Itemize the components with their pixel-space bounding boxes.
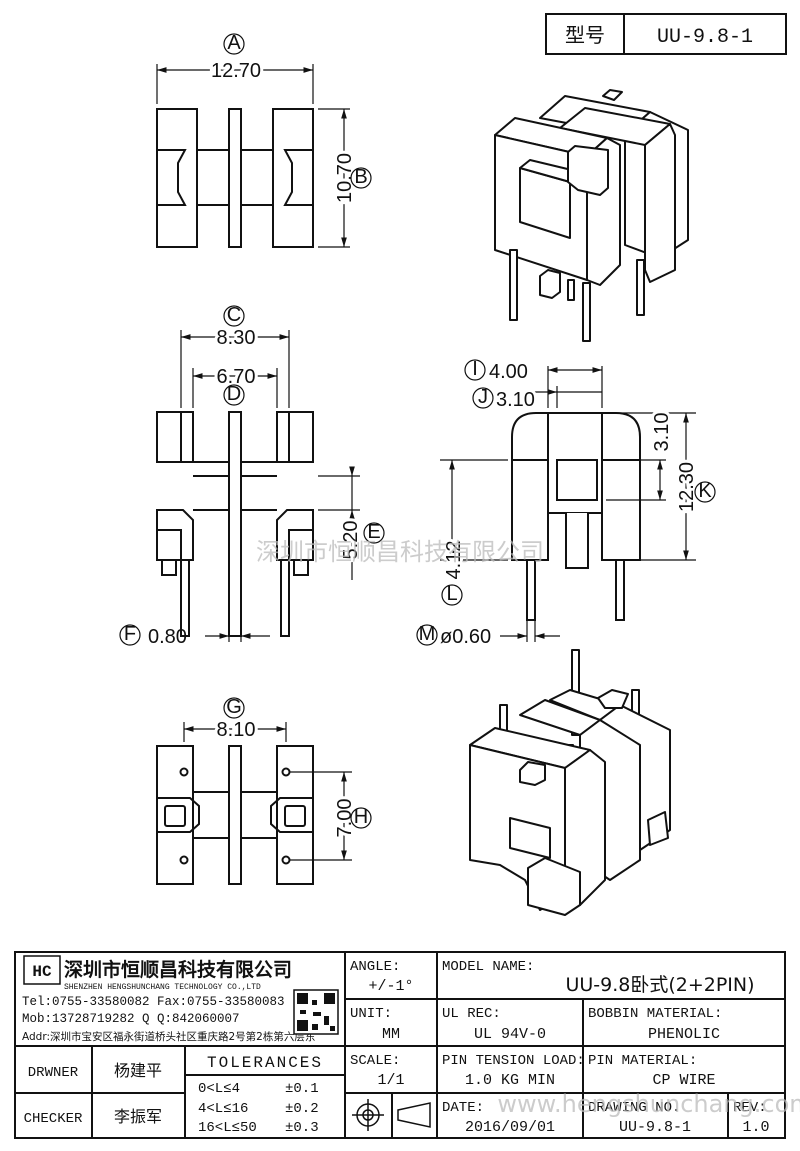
date-label: DATE: (442, 1100, 484, 1116)
model-box-label: 型号 (565, 23, 605, 47)
watermark-center: 深圳市恒顺昌科技有限公司 (256, 538, 544, 566)
company-logo-text: HC (32, 963, 52, 981)
tol-range-2: 16<L≤50 (198, 1120, 257, 1136)
bobbin-material-label: BOBBIN MATERIAL: (588, 1006, 722, 1022)
dim-B: 10.70 B (331, 150, 372, 206)
unit-value: MM (382, 1026, 400, 1043)
drawing-no-value: UU-9.8-1 (619, 1119, 691, 1136)
dim-M-value: ø0.60 (440, 626, 491, 648)
dim-L-letter: L (446, 583, 457, 605)
title-block (14, 951, 786, 1139)
checker-label: CHECKER (24, 1111, 83, 1127)
dim-L-value: 4.12 (443, 541, 465, 580)
dim-J-letter: J (478, 386, 488, 408)
checker-value: 李振军 (114, 1107, 162, 1126)
dim-J2: 3.10 (648, 410, 676, 455)
dim-K-value: 12.30 (676, 462, 698, 512)
bobbin-material-value: PHENOLIC (648, 1026, 720, 1043)
ul-rec-label: UL REC: (442, 1006, 501, 1022)
company-logo (23, 955, 61, 985)
dim-H-letter: H (354, 806, 368, 828)
dim-M-letter: M (419, 623, 436, 645)
watermark-url: www.hengshunchang.com (497, 1090, 800, 1118)
dim-E-letter: E (367, 521, 380, 543)
dim-G-letter: G (226, 696, 242, 718)
iso-view-bottom (469, 649, 671, 916)
dim-F-letter: F (124, 623, 136, 645)
dim-B-letter: B (354, 166, 367, 188)
angle-value: +/-1° (368, 978, 413, 995)
scale-label: SCALE: (350, 1053, 400, 1069)
drwner-value: 杨建平 (114, 1061, 162, 1080)
pin-material-label: PIN MATERIAL: (588, 1053, 697, 1069)
tol-range-1: 4<L≤16 (198, 1101, 248, 1117)
dim-K: 12.30 K (673, 459, 716, 515)
tol-range-0: 0<L≤4 (198, 1081, 240, 1097)
dim-J-value: 3.10 (496, 389, 535, 411)
tol-value-2: ±0.3 (285, 1120, 319, 1136)
dim-H: 7.00 H (331, 796, 372, 840)
angle-label: ANGLE: (350, 959, 400, 975)
view-bottom (156, 722, 352, 885)
dim-D-letter: D (227, 383, 241, 405)
dim-G-value: 8.10 (217, 719, 256, 741)
dim-J: J 3.10 (472, 386, 538, 414)
model-box: 型号 UU-9.8-1 (545, 13, 787, 55)
dim-K-letter: K (698, 480, 712, 502)
dim-D-value: 6.70 (217, 366, 256, 388)
dim-G: G 8.10 (214, 696, 259, 744)
iso-view-top (494, 89, 689, 342)
dim-C-value: 8.30 (217, 327, 256, 349)
dim-A: A 12.70 (208, 32, 264, 85)
ul-rec-value: UL 94V-0 (474, 1026, 546, 1043)
company-mob-qq: Mob:13728719282 Q Q:842060007 (22, 1012, 240, 1026)
dim-M: M ø0.60 (416, 623, 491, 648)
model-box-value: UU-9.8-1 (657, 26, 753, 49)
rev-label: REV: (733, 1100, 767, 1116)
dim-C-letter: C (227, 304, 241, 326)
pin-tension-value: 1.0 KG MIN (465, 1072, 555, 1089)
projection-symbol-icon (352, 1099, 431, 1131)
company-block: HC 深圳市恒顺昌科技有限公司 SHENZHEN HENGSHUNCHANG T… (22, 955, 339, 1043)
tol-value-0: ±0.1 (285, 1081, 319, 1097)
dim-A-letter: A (227, 32, 241, 54)
dim-I: I 4.00 (464, 358, 531, 386)
drawing-no-label: DRAWING NO. (588, 1100, 680, 1116)
dim-F: F 0.80 (119, 623, 187, 648)
dim-F-value: 0.80 (148, 626, 187, 648)
dim-B-value: 10.70 (334, 153, 356, 203)
dim-J2-value: 3.10 (651, 413, 673, 452)
company-name-en: SHENZHEN HENGSHUNCHANG TECHNOLOGY CO.,LT… (64, 983, 261, 992)
rev-value: 1.0 (742, 1119, 769, 1136)
company-tel-fax: Tel:0755-33580082 Fax:0755-33580083 (22, 995, 285, 1009)
dim-L: 4.12 L (440, 538, 468, 606)
view-side (440, 366, 696, 642)
pin-material-value: CP WIRE (652, 1072, 715, 1089)
dim-E-value: 5.20 (340, 521, 362, 560)
view-front (156, 330, 360, 642)
dim-H-value: 7.00 (334, 799, 356, 838)
dim-I-value: 4.00 (489, 361, 528, 383)
unit-label: UNIT: (350, 1006, 392, 1022)
model-name-label: MODEL NAME: (442, 959, 534, 975)
tol-value-1: ±0.2 (285, 1101, 319, 1117)
model-name-value: UU-9.8卧式(2+2PIN) (565, 974, 754, 996)
scale-value: 1/1 (377, 1072, 404, 1089)
dim-I-letter: I (472, 358, 478, 380)
drwner-label: DRWNER (28, 1065, 79, 1081)
pin-tension-label: PIN TENSION LOAD: (442, 1053, 585, 1069)
company-name-cn: 深圳市恒顺昌科技有限公司 (64, 958, 292, 981)
dim-E: 5.20 E (337, 518, 385, 562)
view-top (156, 64, 350, 248)
company-address: Addr:深圳市宝安区福永街道桥头社区重庆路2号第2栋第六层东 (22, 1030, 315, 1043)
dim-C: C 8.30 (214, 304, 259, 352)
dim-D: 6.70 D (214, 363, 258, 406)
dim-A-value: 12.70 (211, 60, 261, 82)
qr-code-icon (293, 989, 339, 1035)
date-value: 2016/09/01 (465, 1119, 555, 1136)
tolerances-title: TOLERANCES (207, 1054, 323, 1072)
